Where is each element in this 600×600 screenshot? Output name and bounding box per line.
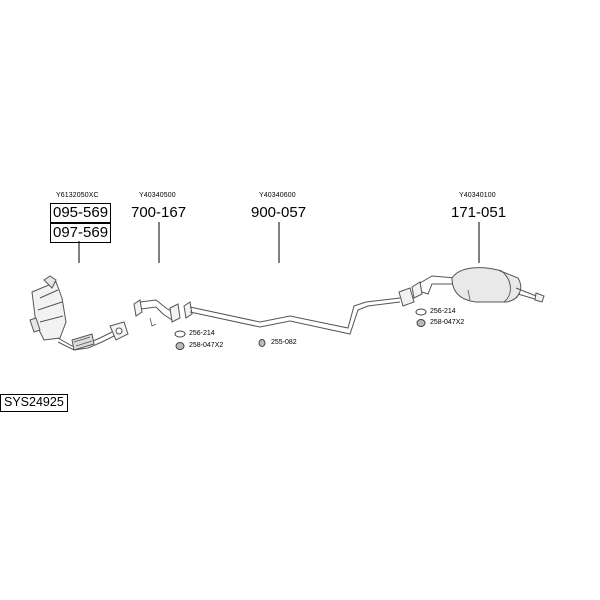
front-pipe[interactable]: [133, 299, 181, 327]
bolt-kit-icon: [175, 342, 185, 350]
middle-pipe[interactable]: [183, 287, 415, 335]
oem-code-rear-silencer: Y40340100: [459, 192, 496, 199]
clamp-ring-icon: [415, 308, 427, 316]
part-number-middle-pipe[interactable]: 900-057: [251, 204, 307, 221]
oem-code-middle-pipe: Y40340600: [259, 192, 296, 199]
oem-code-catalyst: Y6132050XC: [56, 192, 99, 199]
system-code-label: SYS24925: [0, 394, 68, 412]
fitting-label-clamp-rear[interactable]: 256-214: [430, 308, 456, 315]
clamp-ring-icon: [174, 330, 186, 338]
oem-code-front-pipe: Y40340500: [139, 192, 176, 199]
catalytic-converter[interactable]: [29, 275, 129, 351]
leader-lines: [78, 222, 480, 263]
fitting-label-bolts-front[interactable]: 258-047X2: [189, 342, 224, 349]
part-number-catalyst-2[interactable]: 097-569: [50, 223, 112, 243]
fitting-label-clamp-front[interactable]: 256-214: [189, 330, 215, 337]
part-number-front-pipe[interactable]: 700-167: [131, 204, 187, 221]
rear-silencer[interactable]: [411, 267, 545, 303]
fitting-label-bolts-rear[interactable]: 258-047X2: [430, 319, 465, 326]
part-number-catalyst-1[interactable]: 095-569: [50, 203, 112, 223]
fitting-label-hanger[interactable]: 255-082: [271, 339, 297, 346]
bolt-kit-icon: [416, 319, 426, 327]
rubber-hanger-icon: [258, 339, 266, 347]
fitting-icons: [174, 308, 427, 350]
part-number-rear-silencer[interactable]: 171-051: [451, 204, 507, 221]
